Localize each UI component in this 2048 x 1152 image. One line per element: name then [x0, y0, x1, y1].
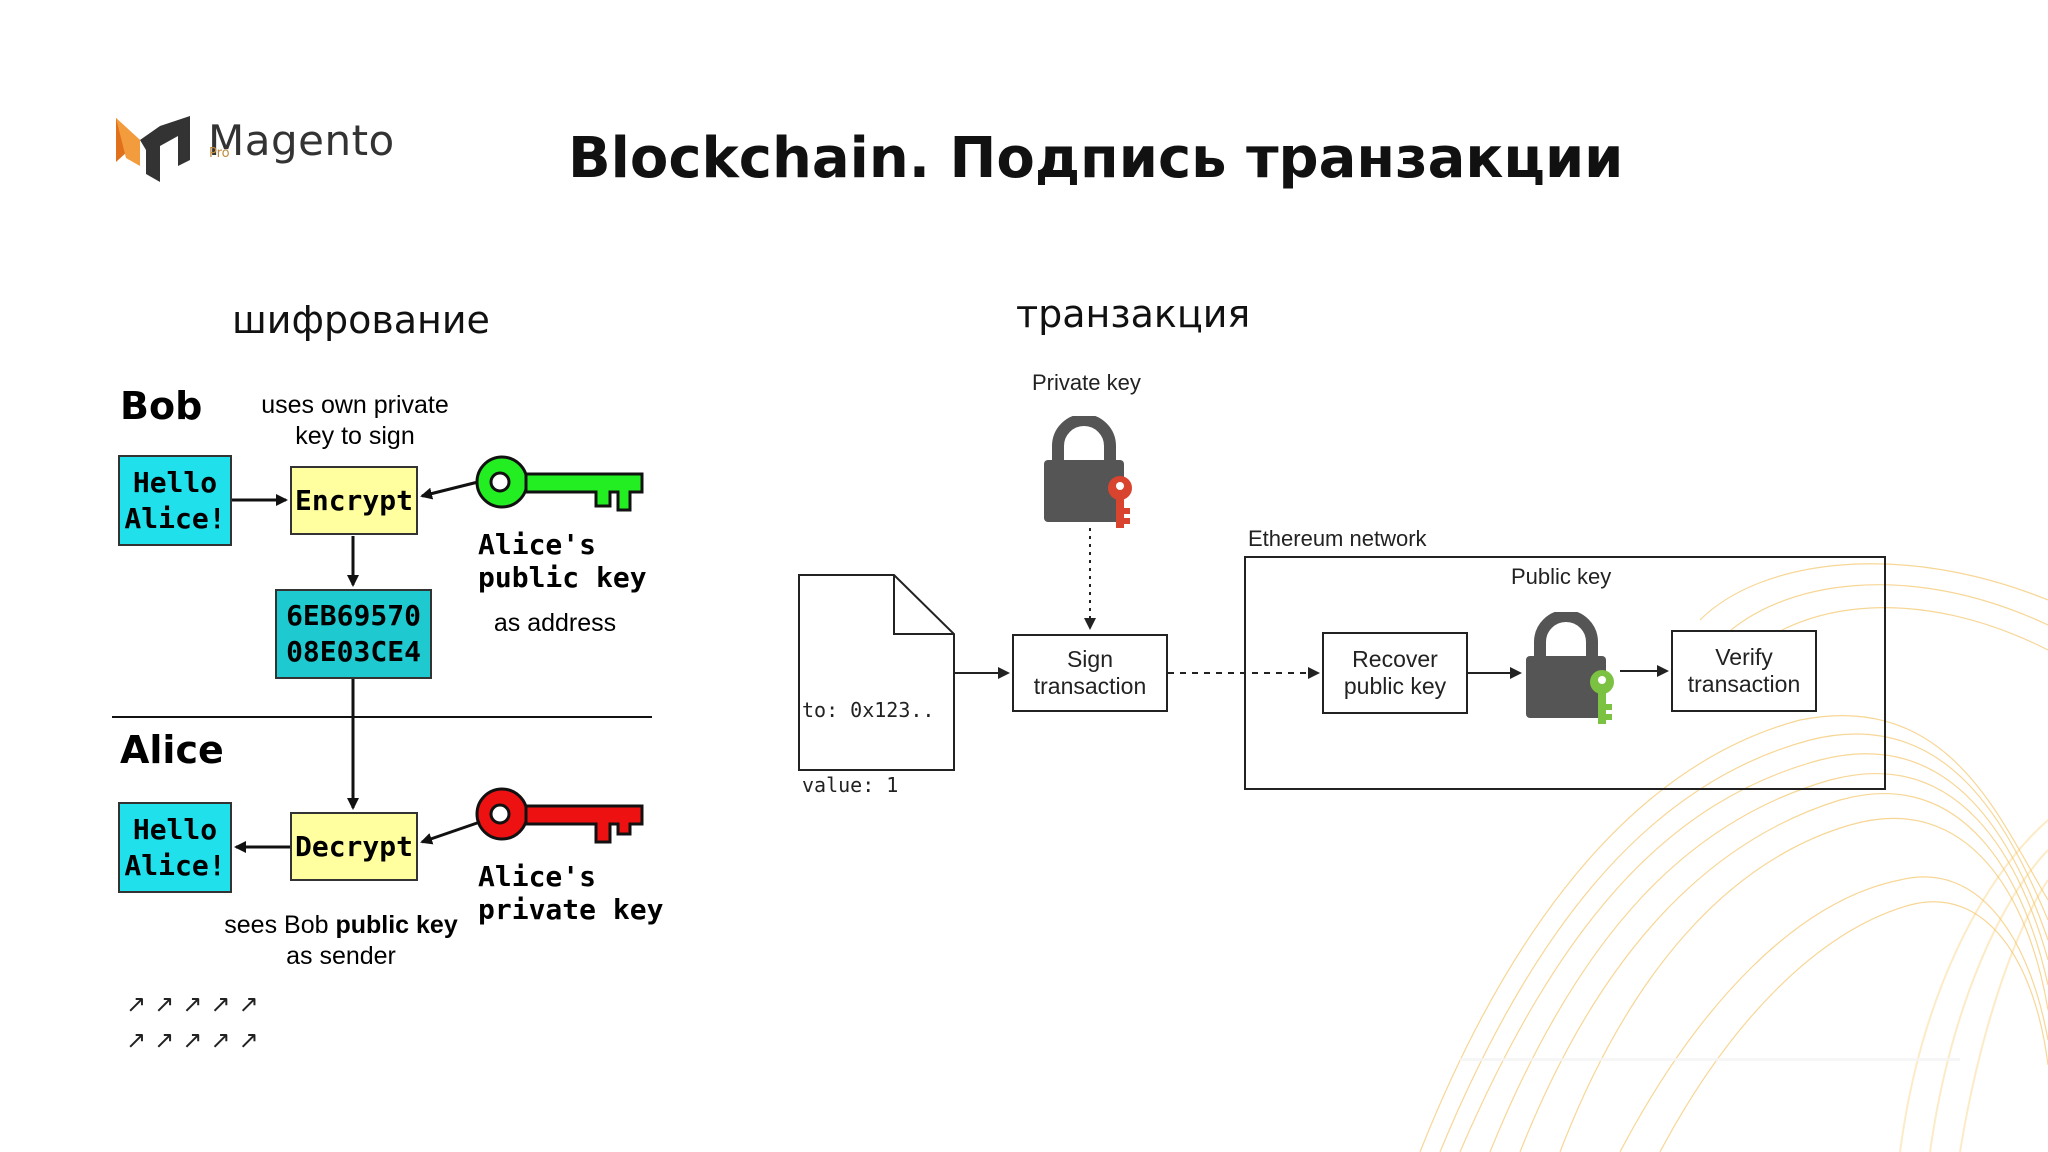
decrypt-box: Decrypt	[290, 812, 418, 881]
verify-line-2: transaction	[1687, 671, 1801, 697]
as-address-note: as address	[493, 609, 617, 637]
arrow-row-1: ↗↗↗↗↗	[126, 990, 267, 1018]
bob-alice-divider	[112, 716, 652, 718]
recover-line-2: public key	[1343, 673, 1447, 699]
brand-logo[interactable]: Magento Pro	[112, 110, 394, 190]
red-key-icon	[475, 787, 644, 844]
network-caption: Ethereum network	[1248, 526, 1427, 551]
sender-note-bold: public key	[335, 911, 458, 939]
sign-note: uses own private key to sign	[240, 390, 470, 452]
lock-green-key-icon	[1526, 612, 1614, 724]
lock-red-key-icon	[1044, 416, 1132, 528]
hello-bottom-line-1: Hello	[132, 812, 218, 846]
hello-top-line-1: Hello	[132, 465, 218, 499]
doc-line-1: to: 0x123..	[802, 698, 935, 722]
sign-line-1: Sign	[1066, 646, 1114, 672]
magento-logo-icon	[116, 116, 190, 182]
decrypt-label: Decrypt	[294, 829, 413, 863]
left-connectors	[232, 480, 481, 853]
alice-label: Alice	[120, 728, 224, 772]
encrypt-label: Encrypt	[294, 483, 413, 517]
cipher-line-2: 08E03CE4	[286, 635, 421, 668]
private-key-line-2: private key	[478, 893, 664, 926]
private-key-line-1: Alice's	[478, 860, 597, 893]
public-key-line-2: public key	[478, 561, 647, 594]
public-key-label: Alice's public key	[478, 528, 647, 594]
transaction-document-icon	[798, 574, 955, 771]
brand-sub: Pro	[209, 146, 230, 161]
brand-name: Magento	[208, 116, 395, 165]
sign-note-line-1: uses own private	[261, 391, 449, 419]
hello-box-top: Hello Alice!	[118, 455, 232, 546]
sign-transaction-box: Sign transaction	[1012, 634, 1168, 712]
encrypt-box: Encrypt	[290, 466, 418, 535]
cipher-box: 6EB69570 08E03CE4	[275, 589, 432, 679]
recover-key-box: Recover public key	[1322, 632, 1468, 714]
sender-note-pre: sees Bob	[224, 911, 336, 939]
hello-top-line-2: Alice!	[124, 501, 226, 535]
private-key-label: Alice's private key	[478, 860, 663, 926]
sender-note: sees Bob public key as sender	[218, 910, 464, 972]
public-key-line-1: Alice's	[478, 528, 597, 561]
doc-line-2: value: 1	[802, 773, 899, 797]
public-key-caption: Public key	[1511, 564, 1612, 589]
document-text: to: 0x123.. value: 1	[802, 648, 934, 823]
sign-line-2: transaction	[1033, 673, 1147, 699]
cipher-line-1: 6EB69570	[286, 599, 421, 632]
private-key-caption: Private key	[1032, 370, 1141, 395]
recover-line-1: Recover	[1352, 646, 1438, 672]
sign-note-line-2: key to sign	[295, 422, 415, 450]
hello-bottom-line-2: Alice!	[124, 848, 226, 882]
right-heading: транзакция	[1016, 292, 1251, 336]
page-title: Blockchain. Подпись транзакции	[568, 126, 1624, 191]
sender-note-line-2: as sender	[286, 942, 396, 970]
arrow-row-2: ↗↗↗↗↗	[126, 1026, 267, 1054]
verify-line-1: Verify	[1715, 644, 1773, 670]
verify-transaction-box: Verify transaction	[1671, 630, 1817, 712]
left-heading: шифрование	[232, 298, 490, 342]
bob-label: Bob	[120, 384, 203, 428]
hello-box-bottom: Hello Alice!	[118, 802, 232, 893]
